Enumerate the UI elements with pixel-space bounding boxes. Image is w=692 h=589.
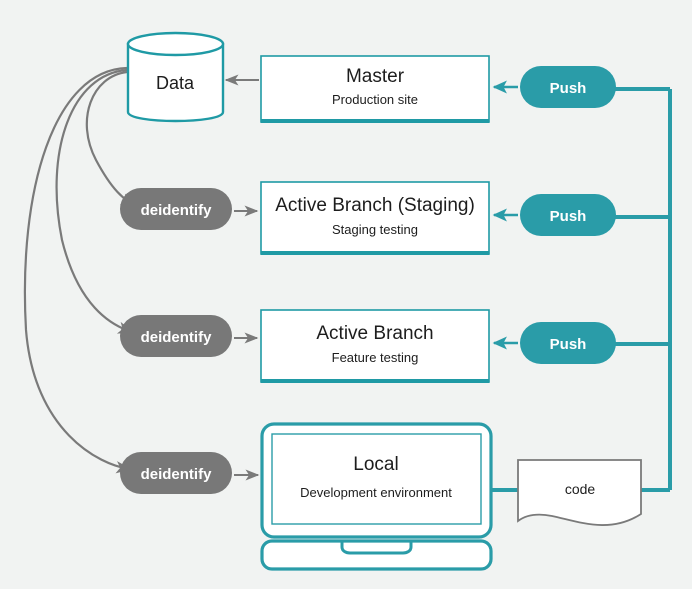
deidentify-staging[interactable]: deidentify xyxy=(120,188,232,230)
env-staging[interactable]: Active Branch (Staging) Staging testing xyxy=(260,181,490,255)
staging-subtitle: Staging testing xyxy=(332,222,418,237)
deidentify-local-label: deidentify xyxy=(141,466,212,483)
deidentify-feature-label: deidentify xyxy=(141,329,212,346)
deidentify-local[interactable]: deidentify xyxy=(120,452,232,494)
data-store-label: Data xyxy=(156,73,195,93)
master-box xyxy=(260,55,490,123)
env-master[interactable]: Master Production site xyxy=(260,55,490,123)
push-master[interactable]: Push xyxy=(520,66,616,108)
laptop-base xyxy=(260,539,493,571)
deidentify-feature-pill xyxy=(120,315,232,357)
laptop-trackpad-notch xyxy=(340,541,413,555)
deidentify-flow-lines xyxy=(23,66,137,474)
push-staging-pill xyxy=(520,194,616,236)
push-feature-pill xyxy=(520,322,616,364)
deidentify-staging-label: deidentify xyxy=(141,202,212,219)
push-staging[interactable]: Push xyxy=(520,194,616,236)
env-local[interactable]: Local Development environment xyxy=(260,422,493,571)
push-staging-label: Push xyxy=(550,208,587,225)
data-store[interactable]: Data xyxy=(126,31,225,123)
push-master-pill xyxy=(520,66,616,108)
master-title: Master xyxy=(346,66,405,87)
push-feature[interactable]: Push xyxy=(520,322,616,364)
master-subtitle: Production site xyxy=(332,92,418,107)
staging-box xyxy=(260,181,490,255)
staging-title: Active Branch (Staging) xyxy=(275,195,475,216)
feature-box xyxy=(260,309,490,383)
feature-title: Active Branch xyxy=(316,323,433,344)
deidentify-staging-pill xyxy=(120,188,232,230)
artifact-code[interactable]: code xyxy=(517,459,642,526)
local-title: Local xyxy=(353,454,398,475)
local-subtitle: Development environment xyxy=(300,485,452,500)
deidentify-feature[interactable]: deidentify xyxy=(120,315,232,357)
push-routing-lines xyxy=(491,87,672,492)
deidentify-local-pill xyxy=(120,452,232,494)
code-label: code xyxy=(565,481,596,497)
cylinder-top-ellipse xyxy=(126,31,225,57)
push-feature-label: Push xyxy=(550,336,587,353)
data-to-deidentify-staging-curve xyxy=(85,70,137,207)
data-to-deidentify-feature-curve xyxy=(55,68,134,334)
push-master-label: Push xyxy=(550,80,587,97)
laptop-screen xyxy=(271,433,482,525)
code-document-shape xyxy=(517,459,642,526)
env-feature[interactable]: Active Branch Feature testing xyxy=(260,309,490,383)
feature-subtitle: Feature testing xyxy=(332,350,419,365)
data-to-deidentify-local-curve xyxy=(23,66,132,474)
cylinder-body xyxy=(126,42,225,123)
